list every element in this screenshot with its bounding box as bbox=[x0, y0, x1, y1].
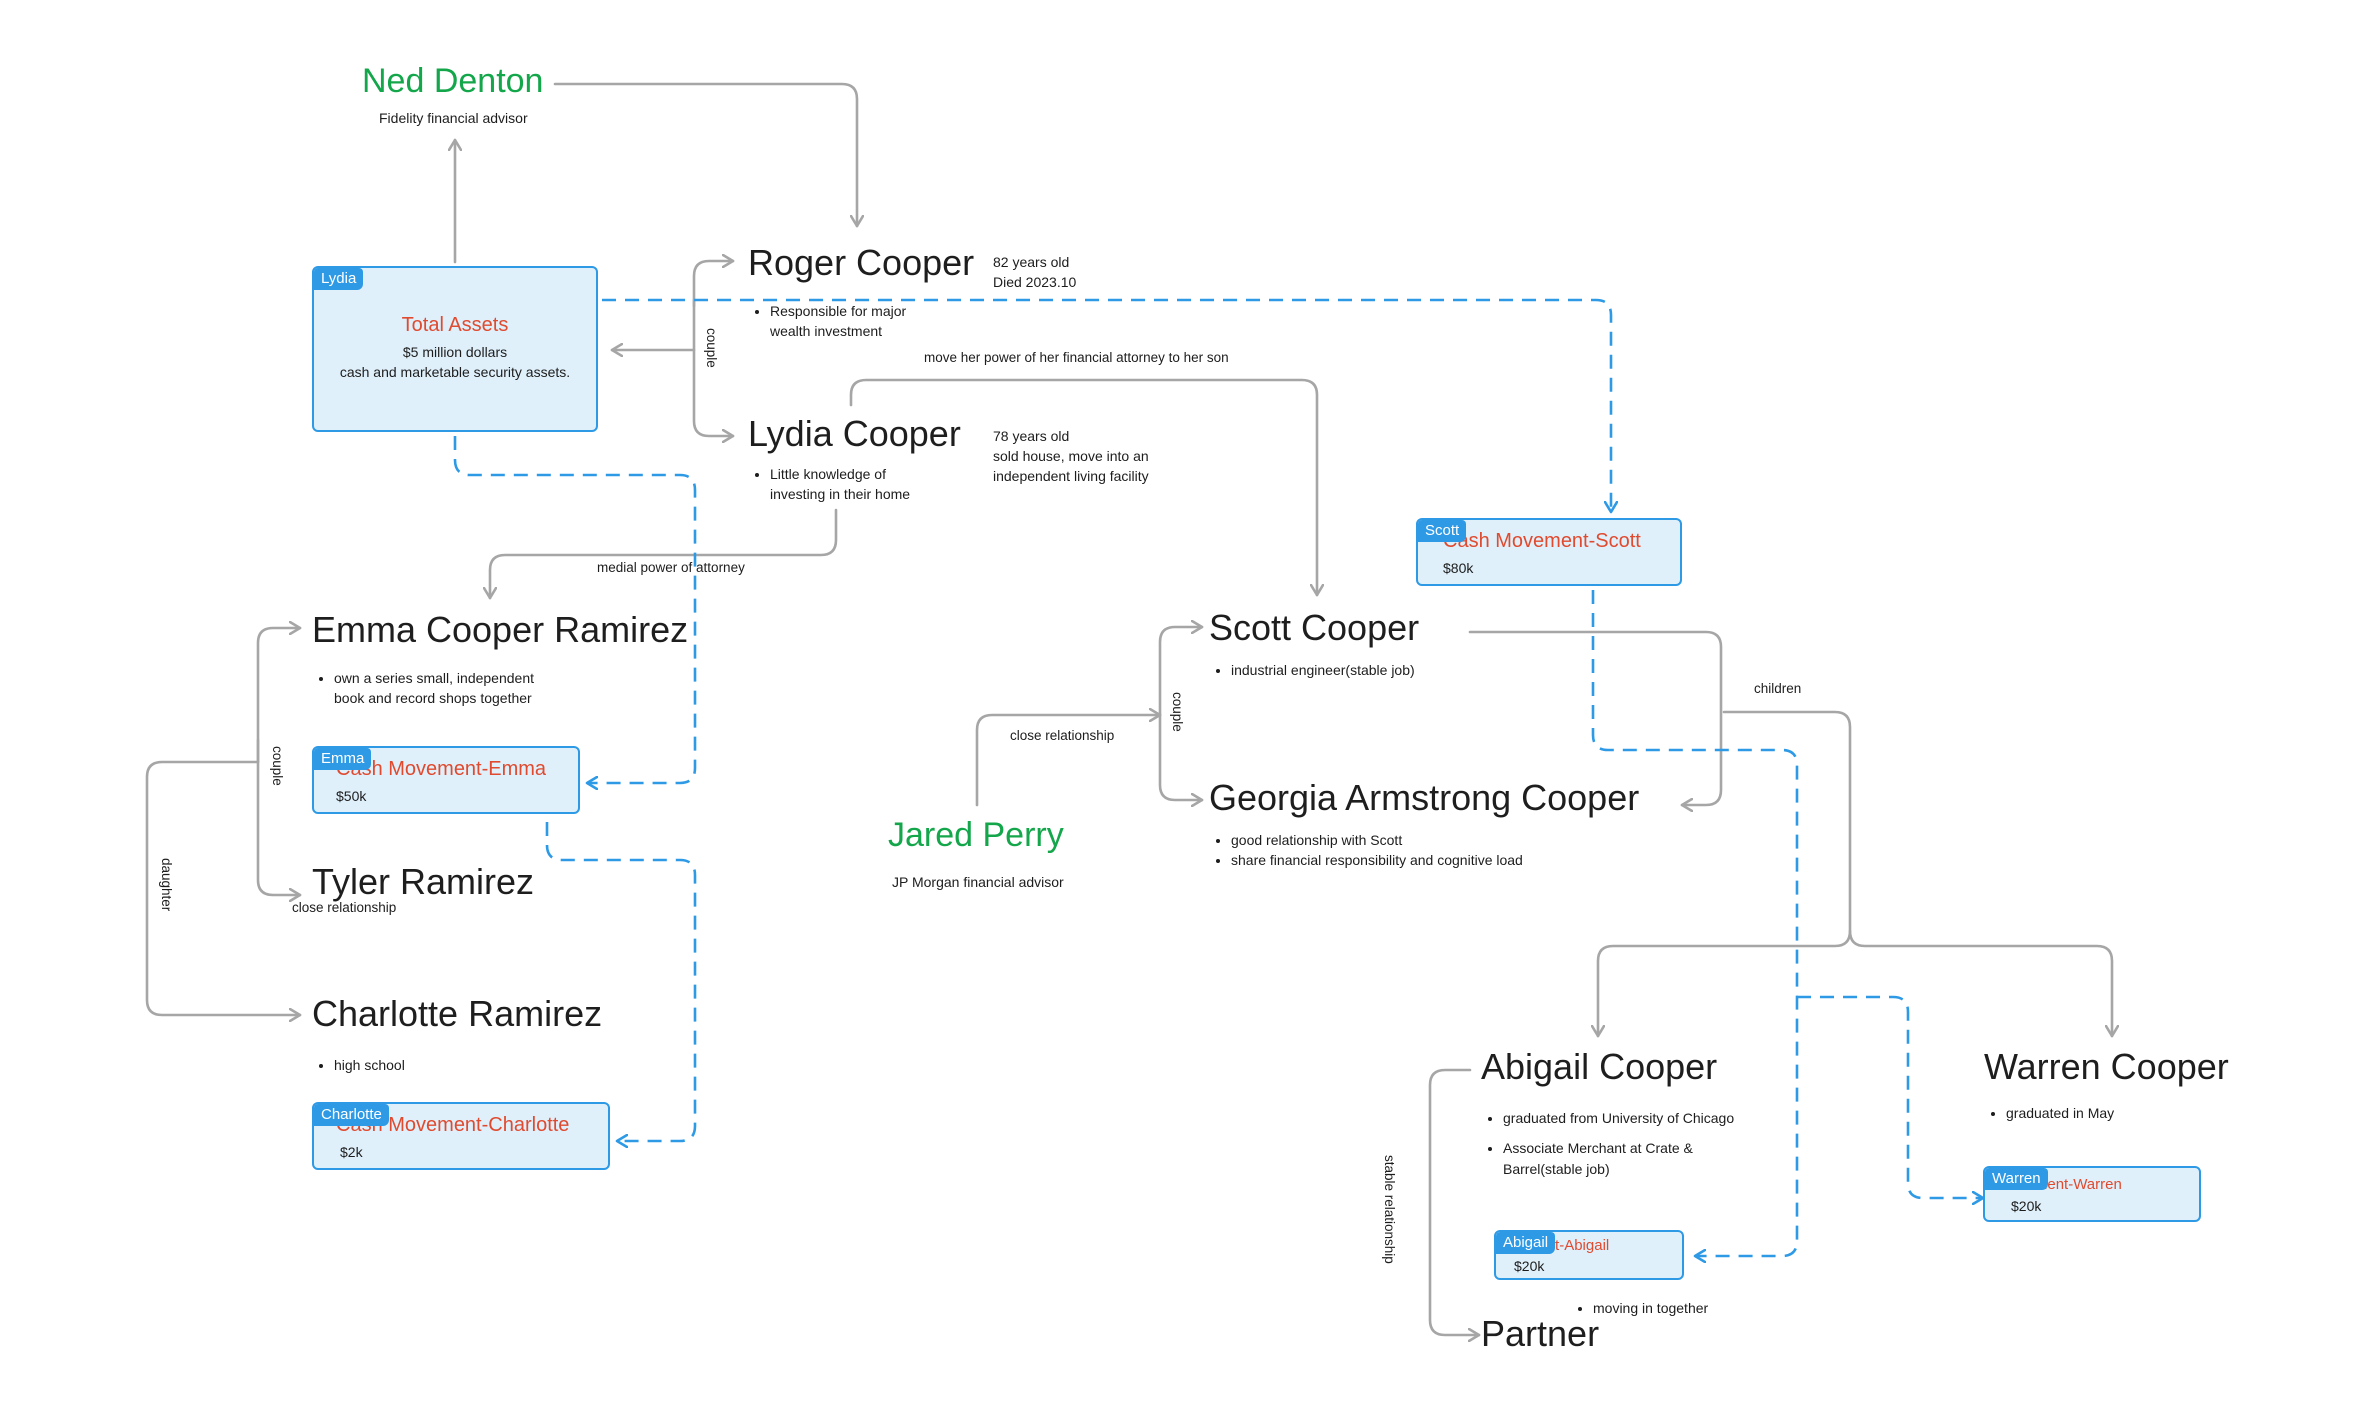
cash-card-scott[interactable]: Cash Movement-Scott $80k Scott bbox=[1416, 518, 1682, 586]
cash-card-charlotte[interactable]: Cash Movement-Charlotte $2k Charlotte bbox=[312, 1102, 610, 1170]
edge-label-move-poa: move her power of her financial attorney… bbox=[924, 350, 1229, 365]
cash-card-abigail[interactable]: Cash Movement-Abigail $20k Abigail bbox=[1494, 1230, 1684, 1280]
card-tag-abigail: Abigail bbox=[1496, 1232, 1556, 1254]
person-notes-roger: Responsible for major wealth investment bbox=[750, 301, 940, 349]
flow-assets-emma bbox=[453, 436, 697, 783]
person-notes-scott: industrial engineer(stable job) bbox=[1211, 660, 1415, 687]
person-age-lydia: 78 years old bbox=[993, 428, 1070, 444]
bullet: share financial responsibility and cogni… bbox=[1231, 850, 1523, 870]
edge-jared-couple bbox=[975, 715, 1162, 807]
person-notes-lydia: Little knowledge of investing in their h… bbox=[750, 464, 935, 512]
total-assets-card[interactable]: Lydia Total Assets $5 million dollars ca… bbox=[312, 266, 598, 432]
person-age-roger: 82 years old bbox=[993, 254, 1070, 270]
edge-couple-lydia bbox=[692, 298, 735, 436]
person-name-warren: Warren Cooper bbox=[1984, 1046, 2229, 1087]
card-tag-scott: Scott bbox=[1418, 520, 1467, 542]
edge-children bbox=[1598, 710, 1852, 1038]
card-line-amount: $5 million dollars bbox=[402, 344, 508, 360]
person-notes-warren: graduated in May bbox=[1986, 1103, 2114, 1130]
card-amount-scott: $80k bbox=[1443, 560, 1474, 576]
edge-couple-tyler bbox=[256, 738, 302, 895]
edge-label-couple-emma-tyler: couple bbox=[270, 746, 285, 786]
person-name-scott: Scott Cooper bbox=[1209, 607, 1420, 648]
person-notes-emma: own a series small, independent book and… bbox=[314, 668, 564, 716]
edge-label-children: children bbox=[1754, 681, 1802, 696]
person-name-charlotte: Charlotte Ramirez bbox=[312, 993, 603, 1034]
person-name-lydia: Lydia Cooper bbox=[748, 413, 961, 454]
card-amount-abigail: $20k bbox=[1514, 1258, 1545, 1274]
cash-card-warren[interactable]: Cash Movement-Warren $20k Warren bbox=[1983, 1166, 2201, 1222]
bullet: graduated in May bbox=[2006, 1103, 2114, 1123]
person-status-lydia: sold house, move into an independent liv… bbox=[993, 448, 1149, 485]
edge-daughter bbox=[145, 760, 302, 1015]
person-name-partner: Partner bbox=[1481, 1313, 1600, 1354]
bullet: good relationship with Scott bbox=[1231, 830, 1523, 850]
advisor-role-ned: Fidelity financial advisor bbox=[379, 110, 528, 126]
edge-lydia-emma bbox=[490, 508, 838, 600]
bullet: industrial engineer(stable job) bbox=[1231, 660, 1415, 680]
bullet: Responsible for major wealth investment bbox=[770, 301, 940, 342]
edge-ned-roger bbox=[553, 82, 857, 228]
person-notes-abigail: graduated from University of Chicago Ass… bbox=[1483, 1108, 1734, 1186]
card-tag-charlotte: Charlotte bbox=[314, 1104, 389, 1126]
person-notes-partner: moving in together bbox=[1573, 1298, 1708, 1325]
card-tag-emma: Emma bbox=[314, 748, 372, 770]
bullet: graduated from University of Chicago bbox=[1503, 1108, 1734, 1128]
edge-abigail-partner bbox=[1428, 1068, 1481, 1335]
card-amount-emma: $50k bbox=[336, 788, 367, 804]
card-tag-warren: Warren bbox=[1985, 1168, 2048, 1190]
edge-scott-georgia bbox=[1468, 630, 1723, 805]
card-amount-warren: $20k bbox=[2011, 1198, 2042, 1214]
edge-label-medial-poa: medial power of attorney bbox=[597, 560, 745, 575]
edge-label-daughter: daughter bbox=[159, 858, 174, 912]
person-name-emma: Emma Cooper Ramirez bbox=[312, 609, 689, 650]
person-status-roger: Died 2023.10 bbox=[993, 274, 1077, 290]
edge-couple-georgia bbox=[1158, 713, 1204, 800]
flow-scott-abigail bbox=[1591, 590, 1799, 1256]
person-name-georgia: Georgia Armstrong Cooper bbox=[1209, 777, 1640, 818]
card-title-charlotte: Cash Movement-Charlotte bbox=[336, 1114, 570, 1136]
bullet: high school bbox=[334, 1055, 405, 1075]
edge-label-stable-relationship: stable relationship bbox=[1382, 1155, 1397, 1264]
flow-scott-warren bbox=[1797, 995, 1983, 1198]
person-name-tyler: Tyler Ramirez bbox=[312, 861, 535, 902]
edge-label-couple-scott-georgia: couple bbox=[1170, 692, 1185, 732]
person-notes-georgia: good relationship with Scott share finan… bbox=[1211, 830, 1523, 878]
edge-label-couple-roger-lydia: couple bbox=[704, 328, 719, 368]
card-amount-charlotte: $2k bbox=[340, 1144, 363, 1160]
edge-couple-emma bbox=[256, 628, 302, 764]
edge-couple-roger bbox=[692, 261, 735, 308]
cash-card-emma[interactable]: Cash Movement-Emma $50k Emma bbox=[312, 746, 580, 814]
edge-label-close-relationship-jared: close relationship bbox=[1010, 728, 1115, 743]
person-name-abigail: Abigail Cooper bbox=[1481, 1046, 1718, 1087]
card-title-scott: Cash Movement-Scott bbox=[1443, 530, 1641, 552]
edge-lydia-scott bbox=[849, 378, 1317, 597]
card-line-description: cash and marketable security assets. bbox=[339, 364, 571, 380]
card-tag-lydia: Lydia bbox=[314, 268, 364, 290]
edge-couple-scott bbox=[1158, 627, 1204, 717]
card-title-total-assets: Total Assets bbox=[401, 314, 509, 336]
card-title-emma: Cash Movement-Emma bbox=[336, 758, 547, 780]
flow-assets-scott bbox=[602, 298, 1611, 512]
bullet: Associate Merchant at Crate & Barrel(sta… bbox=[1503, 1138, 1733, 1179]
advisor-name-ned: Ned Denton bbox=[362, 62, 544, 100]
bullet: Little knowledge of investing in their h… bbox=[770, 464, 935, 505]
edge-children-warren bbox=[1848, 929, 2112, 1038]
advisor-name-jared: Jared Perry bbox=[888, 816, 1064, 854]
flow-emma-charlotte bbox=[545, 822, 697, 1141]
advisor-role-jared: JP Morgan financial advisor bbox=[892, 874, 1064, 890]
bullet: own a series small, independent book and… bbox=[334, 668, 564, 709]
person-name-roger: Roger Cooper bbox=[748, 242, 975, 283]
person-notes-charlotte: high school bbox=[314, 1055, 405, 1082]
edge-label-close-relationship-tyler: close relationship bbox=[292, 900, 397, 915]
bullet: moving in together bbox=[1593, 1298, 1708, 1318]
